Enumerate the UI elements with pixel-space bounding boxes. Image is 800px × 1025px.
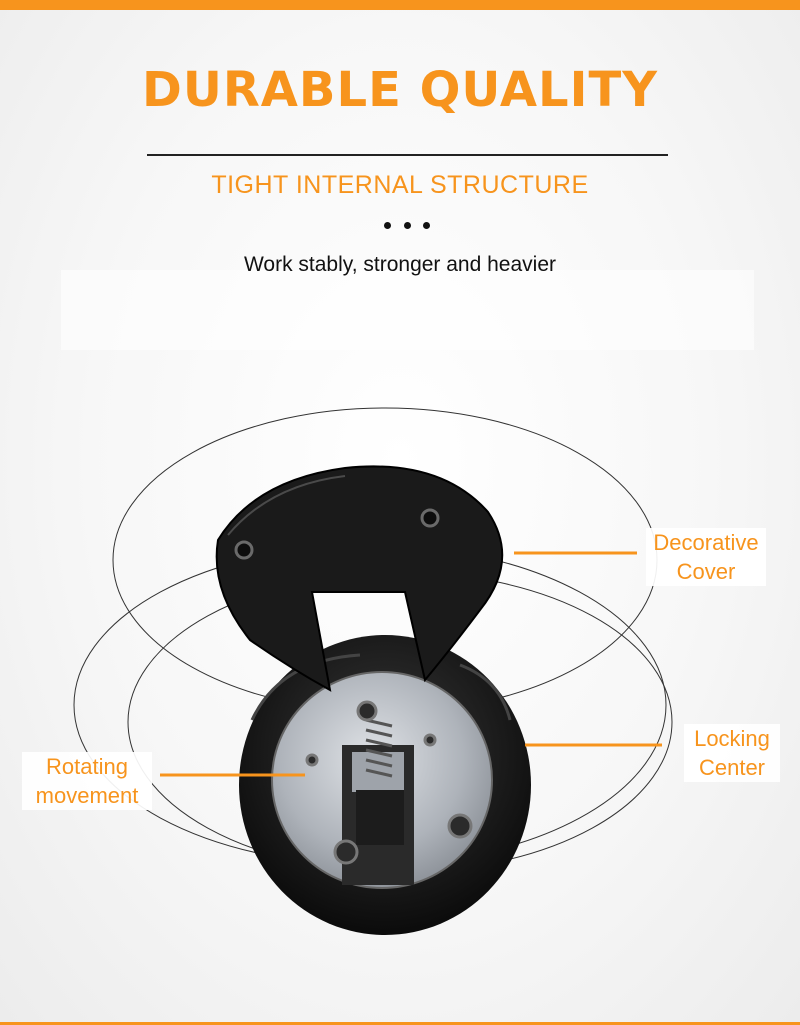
- top-accent-bar: [0, 0, 800, 10]
- callout-decorative-cover: Decorative Cover: [646, 528, 766, 586]
- callout-decorative-cover-line1: Decorative: [653, 530, 759, 555]
- title-divider: [147, 154, 668, 156]
- section-subtitle: TIGHT INTERNAL STRUCTURE: [211, 171, 589, 199]
- callout-locking-center-line2: Center: [698, 755, 766, 780]
- product-diagram: [73, 407, 673, 935]
- callout-rotating-movement: Rotating movement: [22, 752, 152, 810]
- spring-icon: [365, 718, 393, 778]
- callout-lines: [160, 551, 662, 777]
- callout-locking-center: Locking Center: [684, 724, 780, 782]
- decorative-cover: [215, 465, 504, 692]
- page-title: DURABLE QUALITY: [142, 62, 658, 118]
- callout-decorative-cover-line2: Cover: [676, 559, 736, 584]
- background-band: [61, 270, 754, 350]
- callout-rotating-movement-line1: Rotating: [46, 754, 128, 779]
- ellipsis-dots-icon: [384, 222, 430, 232]
- bottom-accent-bar: [0, 1022, 800, 1025]
- tagline: Work stably, stronger and heavier: [243, 253, 557, 276]
- callout-locking-center-line1: Locking: [694, 726, 770, 751]
- callout-rotating-movement-line2: movement: [35, 783, 139, 808]
- product-base: [239, 635, 531, 935]
